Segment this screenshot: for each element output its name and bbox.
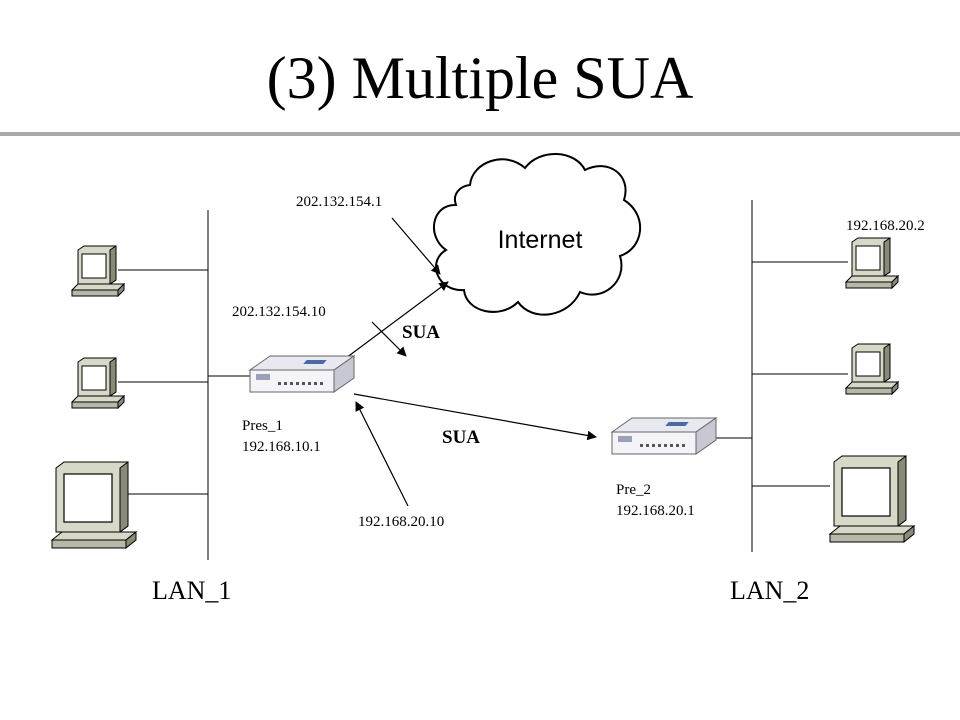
title-divider	[0, 132, 960, 136]
label-lan2: LAN_2	[730, 576, 810, 605]
label-router1-lan-ip: 192.168.20.10	[358, 514, 445, 530]
router1-name: Pres_1	[242, 418, 283, 434]
label-lan2-host-ip: 192.168.20.2	[846, 218, 925, 234]
label-gateway-ip: 202.132.154.1	[296, 194, 383, 210]
router2-device	[611, 417, 717, 455]
router1-device	[249, 355, 355, 393]
router2-name: Pre_2	[616, 482, 651, 498]
lan1-pc1	[71, 245, 125, 297]
lan2-pc1	[845, 237, 899, 289]
label-router2: Pre_2 192.168.20.1	[616, 480, 695, 522]
arrow-sua-router2	[353, 393, 597, 441]
lan1-pc2	[71, 357, 125, 409]
arrow-sua-internet	[345, 281, 449, 359]
slide-title: (3) Multiple SUA	[266, 45, 694, 111]
label-router1-wan-ip: 202.132.154.10	[232, 304, 326, 320]
label-lan1: LAN_1	[152, 576, 232, 605]
router1-ip: 192.168.10.1	[242, 439, 321, 455]
label-sua-top: SUA	[402, 322, 441, 343]
lan2-pc3	[829, 455, 915, 543]
lan1-pc3	[51, 461, 137, 549]
label-sua-bottom: SUA	[442, 427, 481, 448]
internet-label: Internet	[498, 226, 583, 254]
arrow-lan-ip	[355, 401, 409, 507]
lan2-pc2	[845, 343, 899, 395]
internet-cloud	[433, 153, 641, 316]
arrow-wan-ip	[371, 321, 407, 357]
router2-ip: 192.168.20.1	[616, 503, 695, 519]
label-router1: Pres_1 192.168.10.1	[242, 416, 321, 458]
arrow-gateway-ip	[391, 217, 441, 275]
